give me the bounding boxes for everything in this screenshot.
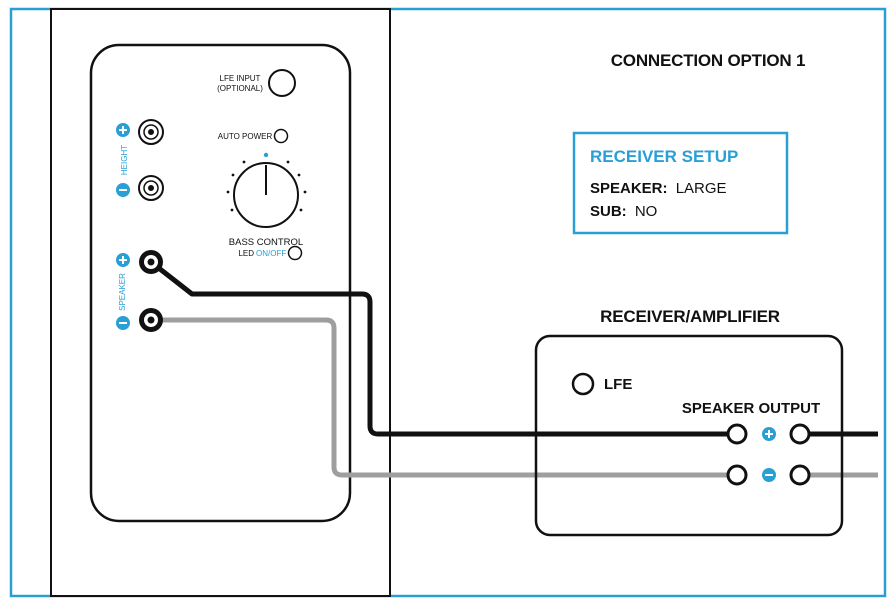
outer-border bbox=[9, 7, 887, 598]
receiver-lfe-label: LFE bbox=[604, 376, 632, 393]
height-negative-terminal[interactable] bbox=[138, 175, 164, 201]
led-onoff-label: ON/OFF bbox=[256, 249, 286, 258]
receiver-setup-box bbox=[572, 131, 789, 235]
receiver-box bbox=[534, 334, 844, 537]
lfe-input-label-line2: (OPTIONAL) bbox=[217, 84, 263, 93]
output-left-positive-terminal[interactable] bbox=[726, 423, 748, 445]
output-right-negative-terminal[interactable] bbox=[789, 464, 811, 486]
receiver-title: RECEIVER/AMPLIFIER bbox=[600, 307, 780, 326]
height-positive-terminal[interactable] bbox=[138, 119, 164, 145]
setup-sub-value: NO bbox=[635, 203, 658, 220]
speaker-plus-icon-glyph bbox=[119, 256, 127, 264]
bass-control-knob[interactable] bbox=[233, 162, 299, 228]
output-plus-icon-glyph bbox=[765, 430, 773, 438]
bass-control-scale bbox=[226, 152, 307, 212]
output-left-negative-terminal[interactable] bbox=[726, 464, 748, 486]
auto-power-switch[interactable] bbox=[273, 128, 289, 144]
speaker-rear-panel bbox=[89, 43, 352, 523]
receiver-setup-heading: RECEIVER SETUP bbox=[590, 147, 738, 166]
bass-control-label: BASS CONTROL bbox=[229, 237, 303, 248]
output-right-positive-terminal[interactable] bbox=[789, 423, 811, 445]
receiver-lfe-jack[interactable] bbox=[571, 372, 595, 396]
speaker-label: SPEAKER bbox=[118, 273, 127, 311]
lfe-input-jack[interactable] bbox=[268, 69, 296, 97]
speaker-output-label: SPEAKER OUTPUT bbox=[682, 400, 820, 417]
led-label: LED bbox=[238, 249, 254, 258]
height-plus-icon-glyph bbox=[119, 126, 127, 134]
speaker-positive-terminal[interactable] bbox=[139, 250, 163, 274]
auto-power-label: AUTO POWER bbox=[218, 132, 273, 141]
positive-wire bbox=[149, 260, 737, 437]
height-label: HEIGHT bbox=[120, 145, 129, 175]
led-switch[interactable] bbox=[287, 245, 303, 261]
speaker-negative-terminal[interactable] bbox=[139, 308, 163, 332]
setup-sub-line: SUB: NO bbox=[590, 203, 657, 220]
diagram-title: CONNECTION OPTION 1 bbox=[611, 51, 806, 70]
setup-speaker-value: LARGE bbox=[676, 180, 727, 197]
setup-speaker-line: SPEAKER: LARGE bbox=[590, 180, 727, 197]
setup-sub-label: SUB: bbox=[590, 203, 627, 220]
lfe-input-label-line1: LFE INPUT bbox=[220, 74, 261, 83]
setup-speaker-label: SPEAKER: bbox=[590, 180, 668, 197]
negative-wire bbox=[151, 317, 737, 478]
